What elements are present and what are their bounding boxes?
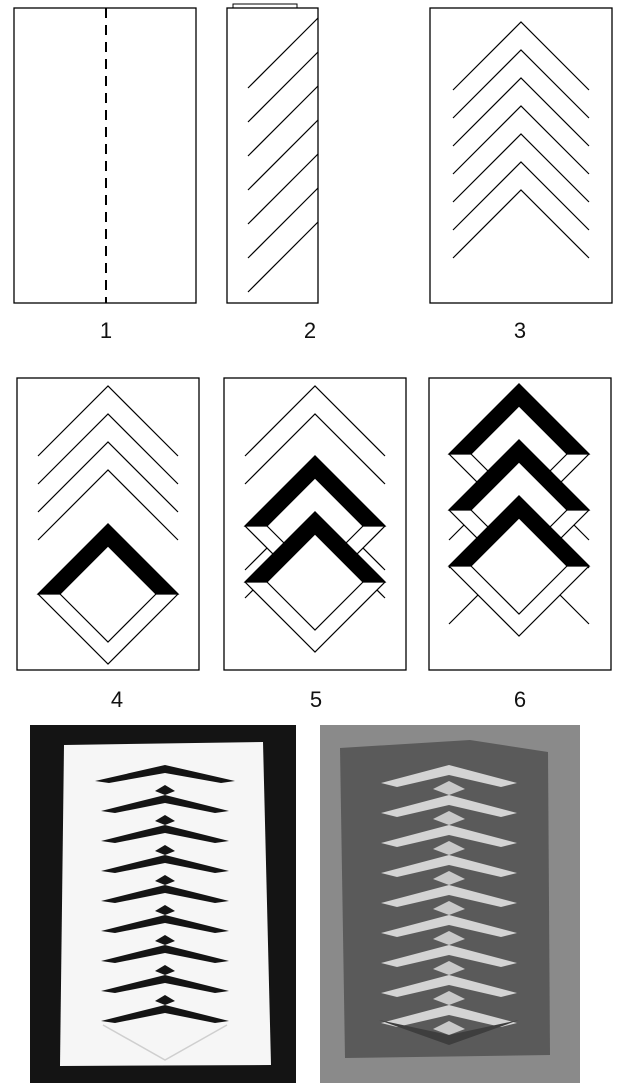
dark-background-photo [30,725,296,1083]
step-6-panel [429,378,611,670]
step-6-label: 6 [514,687,526,712]
step-2-label: 2 [304,318,316,343]
step-2-panel [227,4,318,303]
paper-sheet [14,8,196,303]
step-4-label: 4 [111,687,123,712]
folded-paper [227,8,318,303]
step-3-label: 3 [514,318,526,343]
step-4-panel [17,378,199,670]
step-1-panel [14,8,196,303]
paper-sheet [430,8,612,303]
backlit-photo [320,725,580,1083]
step-3-panel [430,8,612,303]
step-5-label: 5 [310,687,322,712]
step-5-panel [224,378,406,670]
step-1-label: 1 [100,318,112,343]
